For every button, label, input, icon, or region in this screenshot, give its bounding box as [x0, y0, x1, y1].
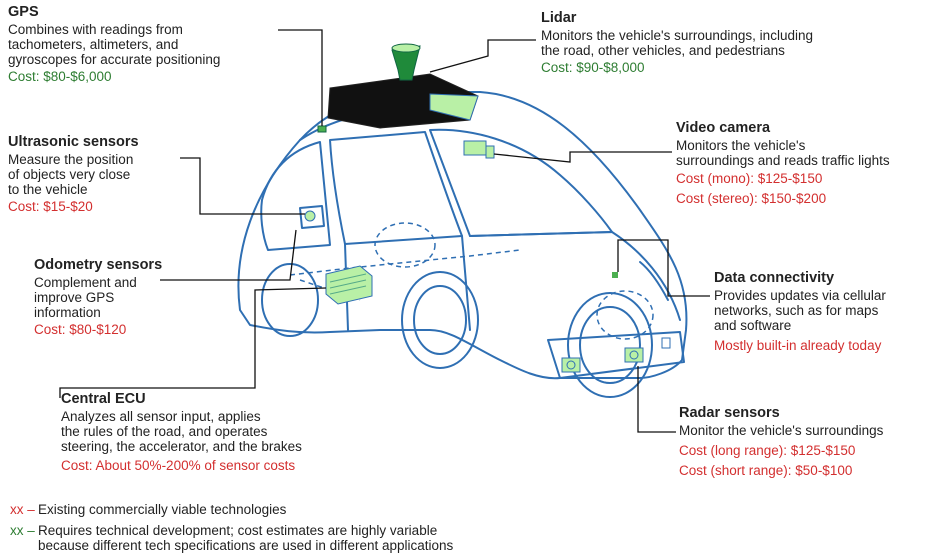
data-desc: Provides updates via cellular networks, … — [714, 288, 886, 333]
gps-title: GPS — [8, 4, 39, 20]
lidar-cost: Cost: $90-$8,000 — [541, 60, 645, 75]
gps-desc: Combines with readings from tachometers,… — [8, 22, 221, 67]
video-callout: Video camera Monitors the vehicle's surr… — [676, 120, 931, 207]
radar-callout: Radar sensors Monitor the vehicle's surr… — [679, 405, 929, 479]
radar-desc: Monitor the vehicle's surroundings — [679, 423, 884, 438]
rear-wheel — [401, 271, 479, 369]
radar-cost-long: Cost (long range): $125-$150 — [679, 443, 856, 458]
legend-text-development: Requires technical development; cost est… — [38, 523, 454, 553]
ultrasonic-title: Ultrasonic sensors — [8, 134, 139, 150]
odometry-title: Odometry sensors — [34, 257, 163, 273]
side-mirror — [299, 205, 325, 229]
radar-cost-short: Cost (short range): $50-$100 — [679, 463, 853, 478]
rear-window — [260, 141, 331, 251]
video-leader — [493, 151, 672, 163]
gps-leader — [278, 29, 323, 126]
odometry-leader — [160, 229, 297, 281]
data-title: Data connectivity — [714, 270, 835, 286]
ultrasonic-desc: Measure the position of objects very clo… — [8, 152, 134, 197]
legend-row-development: xx – Requires technical development; cos… — [10, 523, 610, 553]
car-body-outline — [237, 91, 688, 380]
video-camera-unit — [463, 140, 495, 159]
legend-row-existing: xx – Existing commercially viable techno… — [10, 502, 610, 517]
video-cost-stereo: Cost (stereo): $150-$200 — [676, 191, 827, 206]
ultrasonic-cost: Cost: $15-$20 — [8, 199, 93, 214]
lidar-callout: Lidar Monitors the vehicle's surrounding… — [541, 10, 881, 76]
ecu-leader — [59, 287, 327, 398]
data-leader — [617, 239, 710, 297]
data-cost: Mostly built-in already today — [714, 338, 882, 353]
video-title: Video camera — [676, 120, 771, 136]
antenna-unit — [612, 272, 618, 278]
legend-swatch-development: xx – — [10, 523, 35, 538]
video-cost-mono: Cost (mono): $125-$150 — [676, 171, 823, 186]
windshield — [429, 128, 613, 237]
odometry-cost: Cost: $80-$120 — [34, 322, 127, 337]
lidar-desc: Monitors the vehicle's surroundings, inc… — [541, 28, 813, 58]
ultrasonic-sensor — [304, 210, 316, 222]
ecu-cost: Cost: About 50%-200% of sensor costs — [61, 458, 296, 473]
legend-swatch-existing: xx – — [10, 502, 35, 517]
ecu-callout: Central ECU Analyzes all sensor input, a… — [61, 391, 361, 474]
front-wheel — [567, 292, 653, 398]
gps-callout: GPS Combines with readings from tachomet… — [8, 4, 288, 85]
ultrasonic-leader — [180, 157, 305, 215]
radar-title: Radar sensors — [679, 405, 780, 421]
hood — [469, 231, 681, 321]
front-bumper — [547, 331, 685, 379]
ultrasonic-callout: Ultrasonic sensors Measure the position … — [8, 134, 198, 215]
ecu-desc: Analyzes all sensor input, applies the r… — [61, 409, 302, 454]
lidar-title: Lidar — [541, 10, 577, 26]
gps-unit — [317, 125, 327, 133]
front-window — [329, 131, 463, 245]
legend: xx – Existing commercially viable techno… — [10, 502, 610, 559]
lidar-leader — [429, 39, 536, 73]
odometry-callout: Odometry sensors Complement and improve … — [34, 257, 194, 338]
ecu-title: Central ECU — [61, 391, 146, 407]
radar-units — [561, 337, 671, 373]
video-desc: Monitors the vehicle's surroundings and … — [676, 138, 890, 168]
legend-text-existing: Existing commercially viable technologie… — [38, 502, 287, 517]
data-callout: Data connectivity Provides updates via c… — [714, 270, 929, 354]
gps-cost: Cost: $80-$6,000 — [8, 69, 112, 84]
odometry-desc: Complement and improve GPS information — [34, 275, 137, 320]
central-ecu-unit — [325, 265, 373, 305]
lidar-unit — [327, 43, 479, 129]
radar-leader — [637, 366, 676, 433]
